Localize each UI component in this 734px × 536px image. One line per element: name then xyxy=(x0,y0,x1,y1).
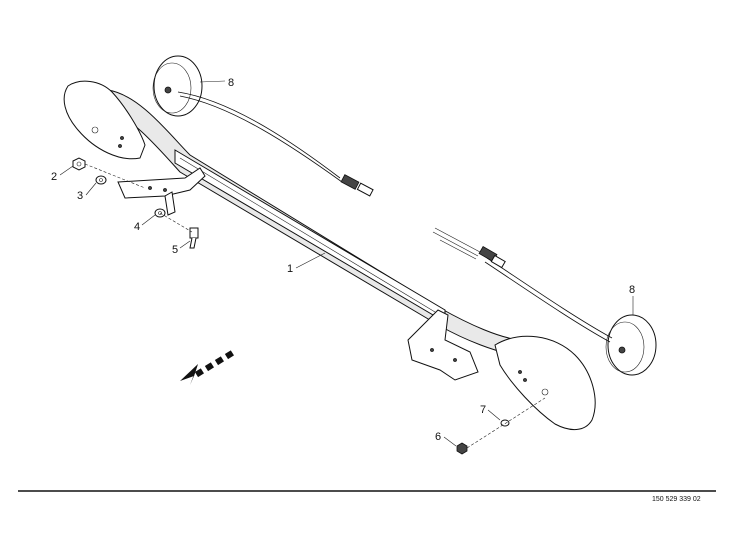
leader-lines xyxy=(59,80,634,447)
left-mudguard xyxy=(63,80,146,160)
callout-6: 6 xyxy=(435,431,441,443)
light-bar-beam xyxy=(107,89,521,357)
callout-1: 1 xyxy=(287,263,293,275)
right-mounting-bracket xyxy=(407,309,479,381)
callout-8-left: 8 xyxy=(228,77,234,89)
right-tail-lamp xyxy=(432,227,657,376)
nut-part-2 xyxy=(72,157,86,171)
bolt-part-5 xyxy=(189,227,199,249)
callout-7: 7 xyxy=(480,404,486,416)
hardware-left xyxy=(72,157,199,249)
travel-direction-arrow-icon xyxy=(180,350,234,385)
callout-8-right: 8 xyxy=(629,284,635,296)
washer-part-3 xyxy=(95,175,107,185)
left-lamp-connector xyxy=(340,174,374,197)
callout-2: 2 xyxy=(51,171,57,183)
nut-part-6 xyxy=(456,442,468,455)
callout-4: 4 xyxy=(134,221,140,233)
right-mudguard xyxy=(494,335,596,430)
right-lamp-connector xyxy=(478,245,506,269)
left-mounting-bracket xyxy=(117,167,206,216)
washer-part-7 xyxy=(500,419,510,427)
callout-3: 3 xyxy=(77,190,83,202)
callout-5: 5 xyxy=(172,244,178,256)
left-tail-lamp xyxy=(152,55,374,197)
hardware-right xyxy=(456,397,546,455)
document-number: 150 529 339 02 xyxy=(652,496,701,503)
